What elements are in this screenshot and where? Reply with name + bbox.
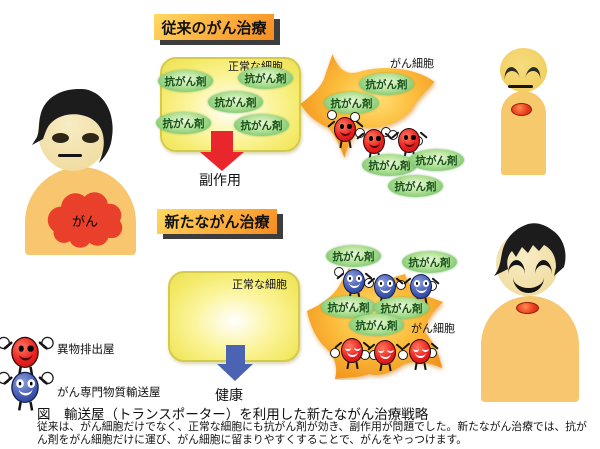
expeller-creature <box>356 126 393 160</box>
expeller-creature <box>402 336 439 370</box>
transporter-creature <box>336 266 373 300</box>
blocked-drug-ball <box>398 350 408 360</box>
anticancer-drug-pill: 抗がん剤 <box>238 67 293 89</box>
tumor-cloud-shape <box>47 192 123 248</box>
figure-caption: 図 輸送屋（トランスポーター）を利用した新たながん治療戦略 <box>37 407 429 422</box>
legend-expeller-label: 異物排出屋 <box>57 344 115 356</box>
expeller-creature <box>327 114 364 148</box>
anticancer-drug-pill: 抗がん剤 <box>158 70 213 92</box>
normal-cell-label-new: 正常な細胞 <box>232 279 287 291</box>
legend-transporter-label: がん専門物質輸送屋 <box>57 387 161 399</box>
patient-before-hair <box>32 89 113 163</box>
anticancer-drug-pill: 抗がん剤 <box>362 154 417 176</box>
blocked-drug-ball <box>330 348 340 358</box>
anticancer-drug-pill: 抗がん剤 <box>321 296 376 318</box>
patient-before-left-eye <box>52 133 69 143</box>
anticancer-drug-pill: 抗がん剤 <box>234 114 289 136</box>
patient-after-new-hair <box>494 223 566 276</box>
patient-after-conventional-head <box>500 48 547 92</box>
transporter-creature <box>367 271 404 305</box>
figure-description: 従来は、がん細胞だけでなく、正常な細胞にも抗がん剤が効き、副作用が問題でした。新… <box>37 421 587 446</box>
anticancer-drug-pill: 抗がん剤 <box>374 297 429 319</box>
shrinking-tumor-spot <box>516 302 539 314</box>
anticancer-drug-pill: 抗がん剤 <box>324 92 379 114</box>
conventional-treatment-header: 従来のがん治療 <box>154 14 274 40</box>
legend-transporter-creature <box>0 368 54 410</box>
happy-mouth <box>513 274 544 293</box>
anticancer-drug-pill: 抗がん剤 <box>359 73 414 95</box>
expeller-creature <box>367 337 404 371</box>
expeller-creature <box>391 125 428 159</box>
health-arrow-shaft <box>226 345 245 365</box>
remaining-tumor-spot <box>511 103 532 116</box>
happy-left-eye <box>508 260 525 275</box>
side-effect-arrow-shaft <box>211 131 233 153</box>
cancer-cell-label-conventional: がん細胞 <box>390 58 434 70</box>
expeller-creature <box>334 335 371 369</box>
side-effect-arrow-head <box>200 152 244 171</box>
transporter-creature <box>403 271 440 305</box>
expelled-drug-ball <box>327 110 337 120</box>
tumor-blob: がん <box>42 190 128 250</box>
anticancer-drug-pill: 抗がん剤 <box>402 251 457 273</box>
anticancer-drug-pill: 抗がん剤 <box>409 149 464 171</box>
cancer-cell-label-new: がん細胞 <box>411 323 455 335</box>
health-arrow-head <box>217 364 253 381</box>
tumor-label: がん <box>71 213 98 229</box>
expelled-drug-ball <box>350 112 360 122</box>
anticancer-drug-pill: 抗がん剤 <box>388 175 443 197</box>
side-effect-label: 副作用 <box>199 172 241 188</box>
anticancer-drug-pill: 抗がん剤 <box>326 245 381 267</box>
health-label: 健康 <box>215 387 243 403</box>
patient-before-right-eye <box>82 133 99 143</box>
legend-expeller-creature <box>0 333 54 375</box>
sick-mouth <box>508 85 533 88</box>
anticancer-drug-pill: 抗がん剤 <box>156 112 211 134</box>
happy-right-eye <box>535 260 552 275</box>
patient-before-mouth <box>58 154 82 157</box>
anticancer-drug-pill: 抗がん剤 <box>208 91 263 113</box>
new-treatment-header: 新たながん治療 <box>157 209 277 234</box>
anticancer-drug-pill: 抗がん剤 <box>349 314 404 336</box>
